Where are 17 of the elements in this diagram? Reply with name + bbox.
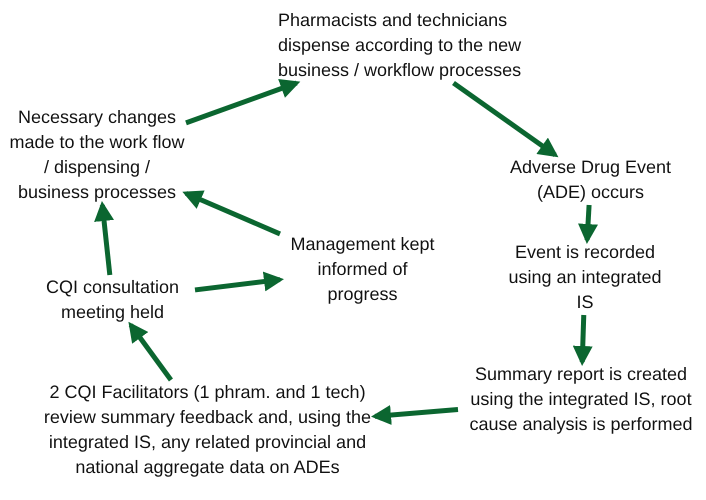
step-text: Event is recorded using an integrated IS — [507, 241, 663, 314]
arrow — [572, 314, 593, 366]
arrow — [185, 79, 300, 126]
arrow — [371, 405, 458, 425]
step-text: Pharmacists and technicians dispense according to the new business / workflow processes — [278, 9, 522, 82]
arrow — [578, 204, 598, 244]
step-text: Adverse Drug Event (ADE) occurs — [508, 156, 672, 204]
step-text: Necessary changes made to the work flow / dispensing / business processes — [8, 106, 186, 204]
arrow — [182, 190, 281, 236]
step-text: 2 CQI Facilitators (1 phram. and 1 tech) review summary feedback and, using the integrated IS, any related provincial and national aggregate data on ADEs — [42, 381, 372, 479]
step-text: Management kept informed of progress — [289, 233, 436, 306]
arrow — [94, 201, 114, 276]
arrow — [128, 322, 173, 382]
arrow — [452, 80, 558, 158]
arrow — [194, 272, 284, 292]
step-text: Summary report is created using the integrated IS, root cause analysis is performed — [468, 363, 694, 436]
step-text: CQI consultation meeting held — [44, 276, 180, 324]
